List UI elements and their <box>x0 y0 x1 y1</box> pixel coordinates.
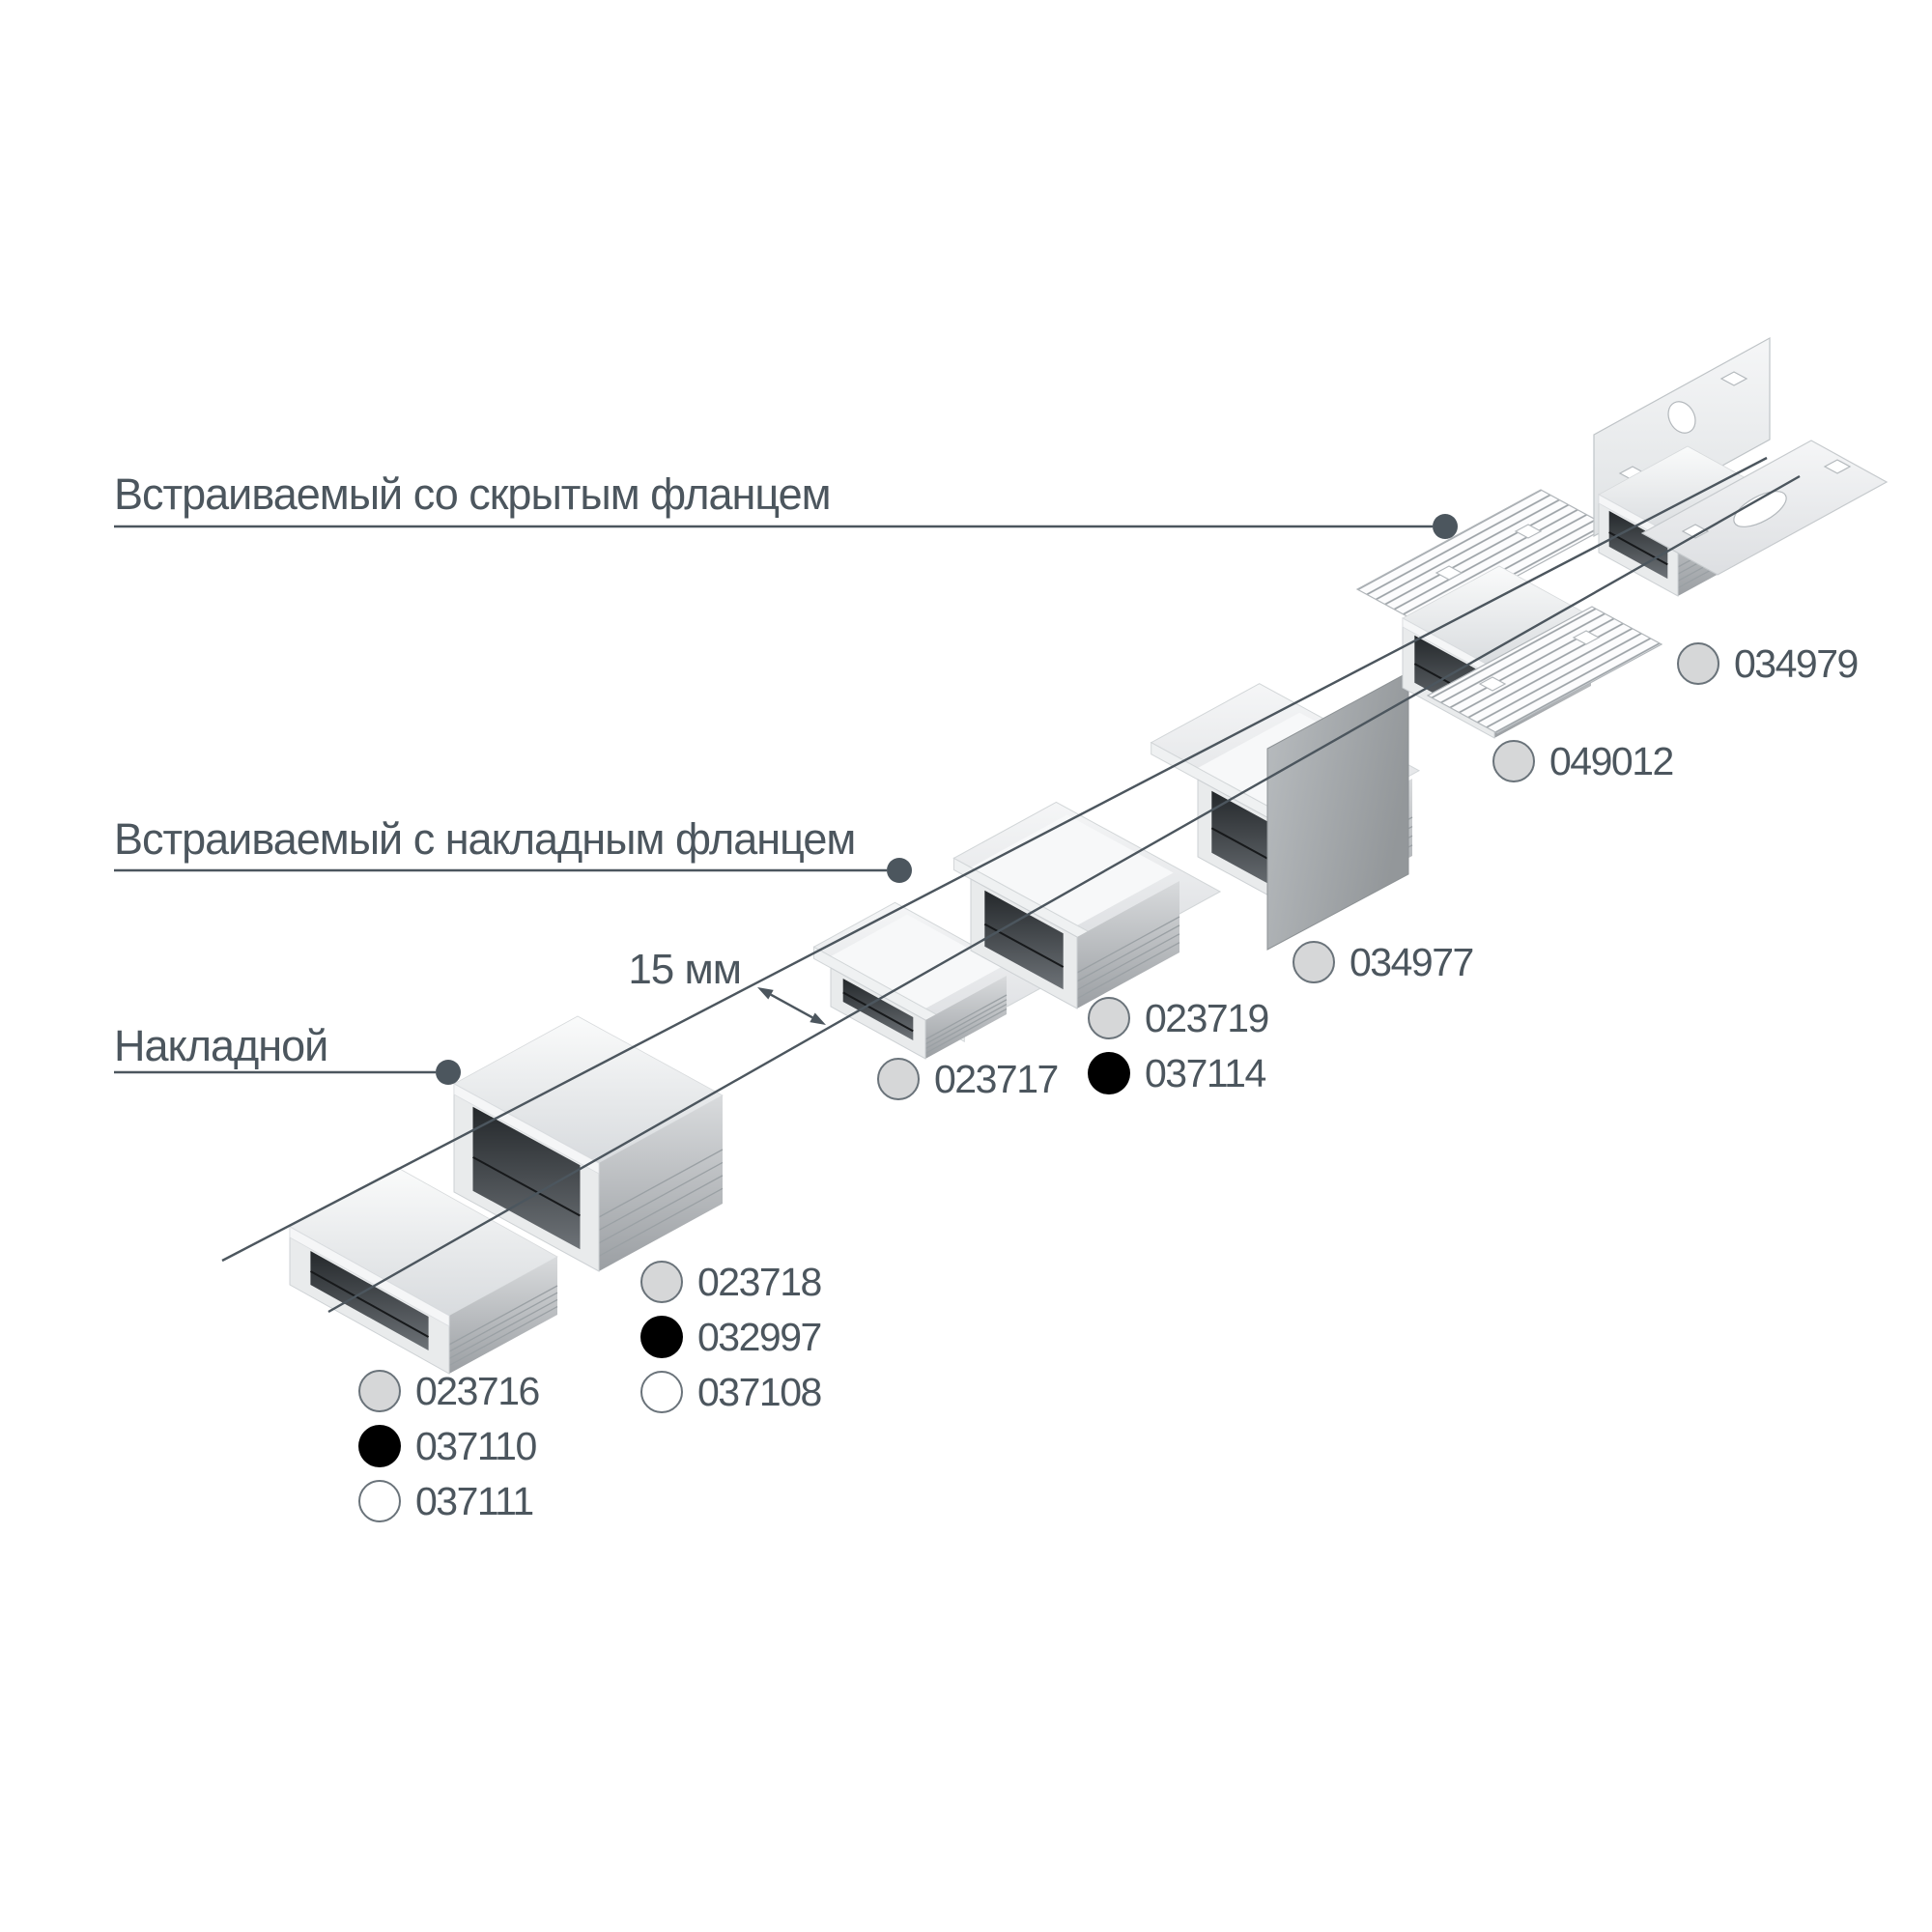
profile-image-recessed-panel <box>1150 671 1421 951</box>
silver-finish-dot <box>1677 641 1719 685</box>
product-code: 049012 <box>1549 739 1674 783</box>
variant-row: 049012 <box>1492 733 1674 788</box>
variant-row: 023719 <box>1088 990 1269 1045</box>
variant-row: 034979 <box>1677 636 1859 691</box>
product-code-group: 023719 037114 <box>1088 990 1269 1100</box>
profile-image-recessed-flange-low <box>812 901 1047 1060</box>
silver-finish-dot <box>1088 996 1130 1039</box>
leader-dot <box>887 858 912 883</box>
product-code: 023718 <box>697 1260 822 1304</box>
dimension-arrowhead <box>757 987 774 1000</box>
product-code-group: 049012 <box>1492 733 1674 788</box>
profile-image-hidden-flange <box>1355 489 1663 739</box>
silver-finish-dot <box>640 1260 683 1303</box>
product-code-group: 023718 032997 037108 <box>640 1254 822 1419</box>
product-code: 037108 <box>697 1370 822 1414</box>
black-finish-dot <box>640 1315 683 1358</box>
product-code: 032997 <box>697 1315 822 1359</box>
section-leader-surface-flange <box>114 858 912 883</box>
variant-row: 037114 <box>1088 1045 1268 1100</box>
product-code: 037110 <box>415 1424 537 1468</box>
profile-image-hidden-flange-corner <box>1593 336 1889 597</box>
variant-row: 037111 <box>358 1473 539 1528</box>
axis-line-lower <box>327 474 1801 1314</box>
leader-dot <box>436 1060 461 1085</box>
section-label-hidden-flange: Встраиваемый со скрытым фланцем <box>114 469 832 519</box>
variant-row: 037108 <box>640 1364 822 1419</box>
silver-finish-dot <box>1492 739 1535 782</box>
profile-image-surface-low <box>289 1167 558 1375</box>
silver-finish-dot <box>877 1057 920 1100</box>
variant-row: 023718 <box>640 1254 822 1309</box>
variant-row: 034977 <box>1293 934 1474 989</box>
white-finish-dot <box>640 1370 683 1413</box>
section-label-surface-flange: Встраиваемый с накладным фланцем <box>114 814 856 864</box>
silver-finish-dot <box>1293 940 1335 983</box>
section-label-surface: Накладной <box>114 1021 328 1070</box>
dimension-arrow <box>757 987 826 1025</box>
silver-finish-dot <box>358 1369 401 1412</box>
product-code-group: 034977 <box>1293 934 1474 989</box>
dimension-label: 15 мм <box>628 946 742 993</box>
variant-row: 023717 <box>877 1051 1059 1106</box>
section-leader-surface <box>114 1060 461 1085</box>
variant-row: 037110 <box>358 1418 539 1473</box>
product-code: 037111 <box>415 1479 534 1523</box>
product-code-group: 023716 037110 037111 <box>358 1363 540 1528</box>
leader-dot <box>1433 514 1458 539</box>
profile-image-recessed-flange-high <box>952 801 1222 1009</box>
variant-row: 032997 <box>640 1309 822 1364</box>
product-code: 034977 <box>1350 940 1474 984</box>
product-code: 023716 <box>415 1369 540 1413</box>
product-code: 034979 <box>1734 641 1859 686</box>
product-code: 023719 <box>1145 996 1269 1040</box>
dimension-arrowhead <box>810 1012 826 1025</box>
section-leader-hidden-flange <box>114 514 1458 539</box>
product-code-group: 034979 <box>1677 636 1859 691</box>
black-finish-dot <box>1088 1051 1130 1094</box>
product-code: 037114 <box>1145 1051 1266 1095</box>
black-finish-dot <box>358 1424 401 1467</box>
white-finish-dot <box>358 1479 401 1522</box>
axis-line-upper <box>221 456 1768 1263</box>
product-code-group: 023717 <box>877 1051 1059 1106</box>
variant-row: 023716 <box>358 1363 540 1418</box>
product-code: 023717 <box>934 1057 1059 1101</box>
